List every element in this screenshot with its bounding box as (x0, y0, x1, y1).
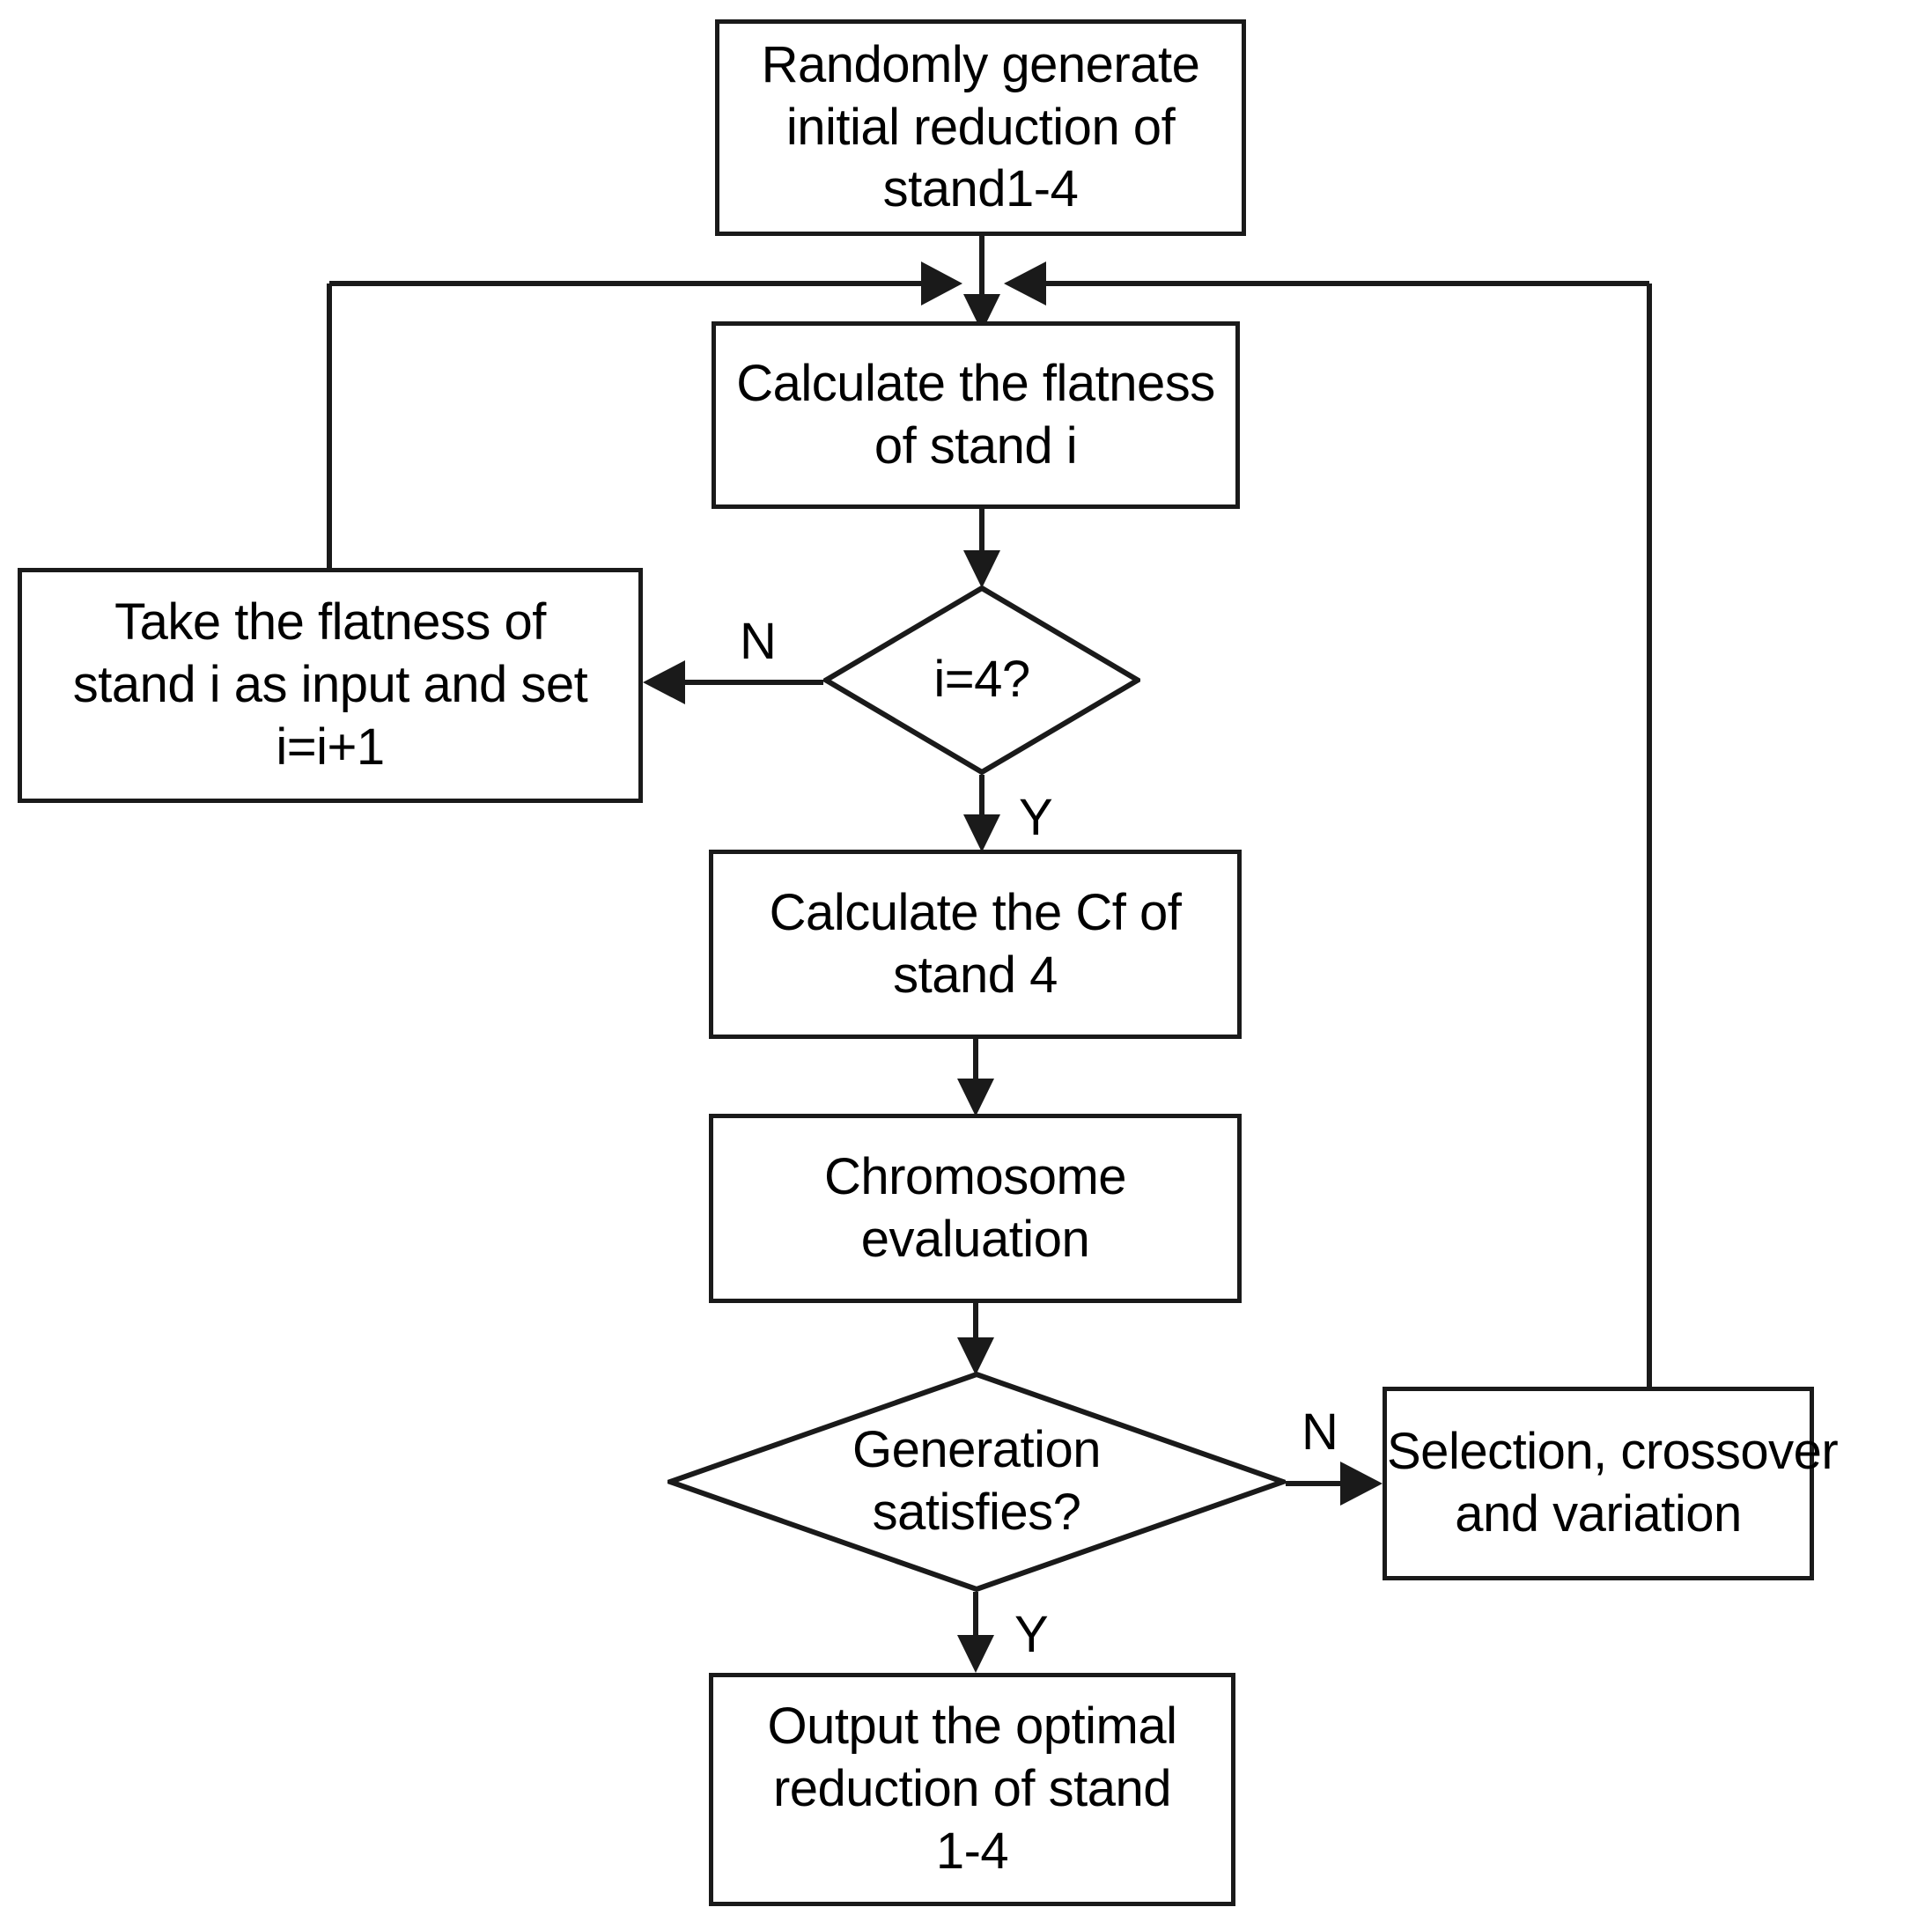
node-output-label: Output the optimal reduction of stand 1-… (713, 1696, 1231, 1882)
diamond-generation-shape (667, 1372, 1286, 1592)
arrowhead-into-decision-generation (957, 1337, 994, 1375)
arrowhead-into-chromosome (957, 1079, 994, 1116)
node-output-line-1: Output the optimal (767, 1697, 1177, 1756)
arrowhead-right-feedback-merge (1004, 261, 1046, 306)
node-selection-crossover-variation[interactable]: Selection, crossover and variation (1383, 1387, 1839, 1580)
node-calcflatness-line-2: of stand i (874, 416, 1078, 475)
node-calccf-label: Calculate the Cf of stand 4 (713, 882, 1237, 1007)
node-decision-generation-line-1: Generation (852, 1421, 1101, 1479)
node-start-line-1: Randomly generate (761, 35, 1200, 93)
arrowhead-left-feedback-merge (921, 261, 962, 306)
edge-label-i4-yes: Y (1019, 789, 1053, 846)
node-start-line-3: stand1-4 (882, 160, 1079, 218)
node-calculate-cf-of-stand-4[interactable]: Calculate the Cf of stand 4 (709, 850, 1242, 1039)
node-chromosome-label: Chromosome evaluation (713, 1146, 1237, 1271)
node-calcflatness-line-1: Calculate the flatness (736, 354, 1215, 412)
node-decision-generation-line-2: satisfies? (872, 1484, 1081, 1541)
node-output-line-3: 1-4 (935, 1822, 1009, 1880)
arrowhead-into-decision-i4 (963, 550, 1000, 588)
node-selection-line-2: and variation (1455, 1485, 1742, 1543)
node-chromosome-line-1: Chromosome (823, 1147, 1127, 1205)
node-takeflatness-line-3: i=i+1 (276, 718, 385, 776)
node-start-line-2: initial reduction of (785, 98, 1176, 156)
arrowhead-into-selection (1340, 1462, 1383, 1506)
arrowhead-into-output (957, 1635, 994, 1673)
node-takeflatness-line-1: Take the flatness of (114, 593, 546, 652)
node-output-optimal-reduction[interactable]: Output the optimal reduction of stand 1-… (709, 1673, 1235, 1906)
node-start-label: Randomly generate initial reduction of s… (719, 34, 1242, 221)
arrowhead-into-takeflatness (643, 660, 685, 704)
edge-label-generation-yes: Y (1014, 1606, 1049, 1663)
node-selection-label: Selection, crossover and variation (1387, 1421, 1839, 1546)
node-take-flatness-as-input[interactable]: Take the flatness of stand i as input an… (18, 568, 643, 803)
node-chromosome-line-2: evaluation (860, 1210, 1090, 1268)
arrowhead-into-calccf (963, 814, 1000, 852)
node-calculate-flatness-of-stand-i[interactable]: Calculate the flatness of stand i (712, 321, 1240, 509)
edge-label-i4-no: N (740, 613, 777, 670)
diamond-i4-shape (823, 585, 1140, 775)
node-takeflatness-label: Take the flatness of stand i as input an… (22, 592, 638, 778)
node-decision-generation-satisfies[interactable]: Generation satisfies? (667, 1372, 1286, 1592)
node-randomly-generate-initial-reduction[interactable]: Randomly generate initial reduction of s… (715, 19, 1246, 236)
node-calcflatness-label: Calculate the flatness of stand i (716, 353, 1235, 478)
node-chromosome-evaluation[interactable]: Chromosome evaluation (709, 1114, 1242, 1303)
node-calccf-line-1: Calculate the Cf of (769, 883, 1182, 941)
node-calccf-line-2: stand 4 (893, 946, 1058, 1004)
edge-label-generation-no: N (1302, 1403, 1338, 1461)
node-output-line-2: reduction of stand (772, 1760, 1172, 1818)
node-decision-i-equals-4[interactable]: i=4? (823, 585, 1140, 775)
node-decision-i4-label: i=4? (933, 651, 1030, 709)
node-selection-line-1: Selection, crossover (1387, 1423, 1839, 1481)
node-decision-generation-text: Generation satisfies? (852, 1419, 1101, 1544)
node-decision-generation-label: Generation satisfies? (667, 1372, 1286, 1592)
node-takeflatness-line-2: stand i as input and set (72, 656, 588, 714)
